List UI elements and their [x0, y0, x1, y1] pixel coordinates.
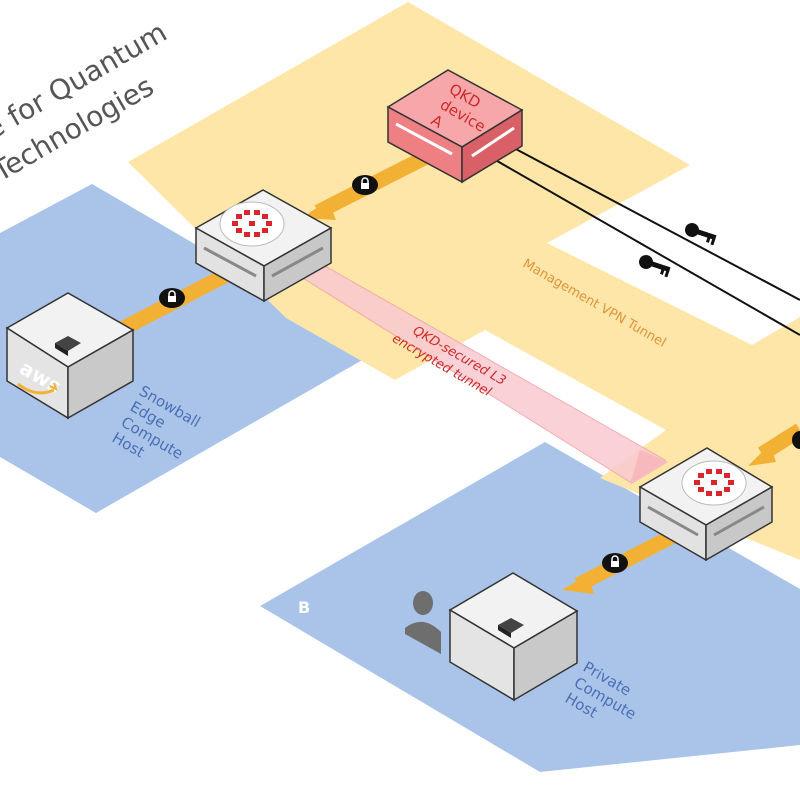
private-compute-host[interactable]: [448, 572, 579, 702]
snowball-edge-host[interactable]: aws: [5, 292, 135, 420]
lock-icon: [792, 431, 800, 449]
qkd-tunnel-arrowhead: [630, 450, 668, 485]
key-exchange-arrow-out: [494, 137, 800, 301]
key-exchange-arrow-in: [476, 149, 800, 336]
management-zone: [128, 2, 800, 560]
firewall-a[interactable]: [194, 189, 333, 303]
key-icon: [685, 223, 717, 246]
fortinet-logo-icon: [681, 460, 747, 506]
pipe-to-firewall-b: [748, 423, 800, 466]
lock-icon: [352, 175, 378, 195]
firewall-b[interactable]: [638, 447, 774, 562]
site-b-label: B: [298, 598, 310, 617]
person-icon: [405, 591, 441, 654]
lock-icon: [159, 288, 185, 308]
lock-icon: [602, 553, 628, 573]
key-icon: [639, 255, 671, 278]
qkd-device-a[interactable]: QKD device A: [386, 69, 524, 184]
site-a-zone: [0, 184, 378, 513]
fortinet-logo-icon: [219, 201, 285, 247]
